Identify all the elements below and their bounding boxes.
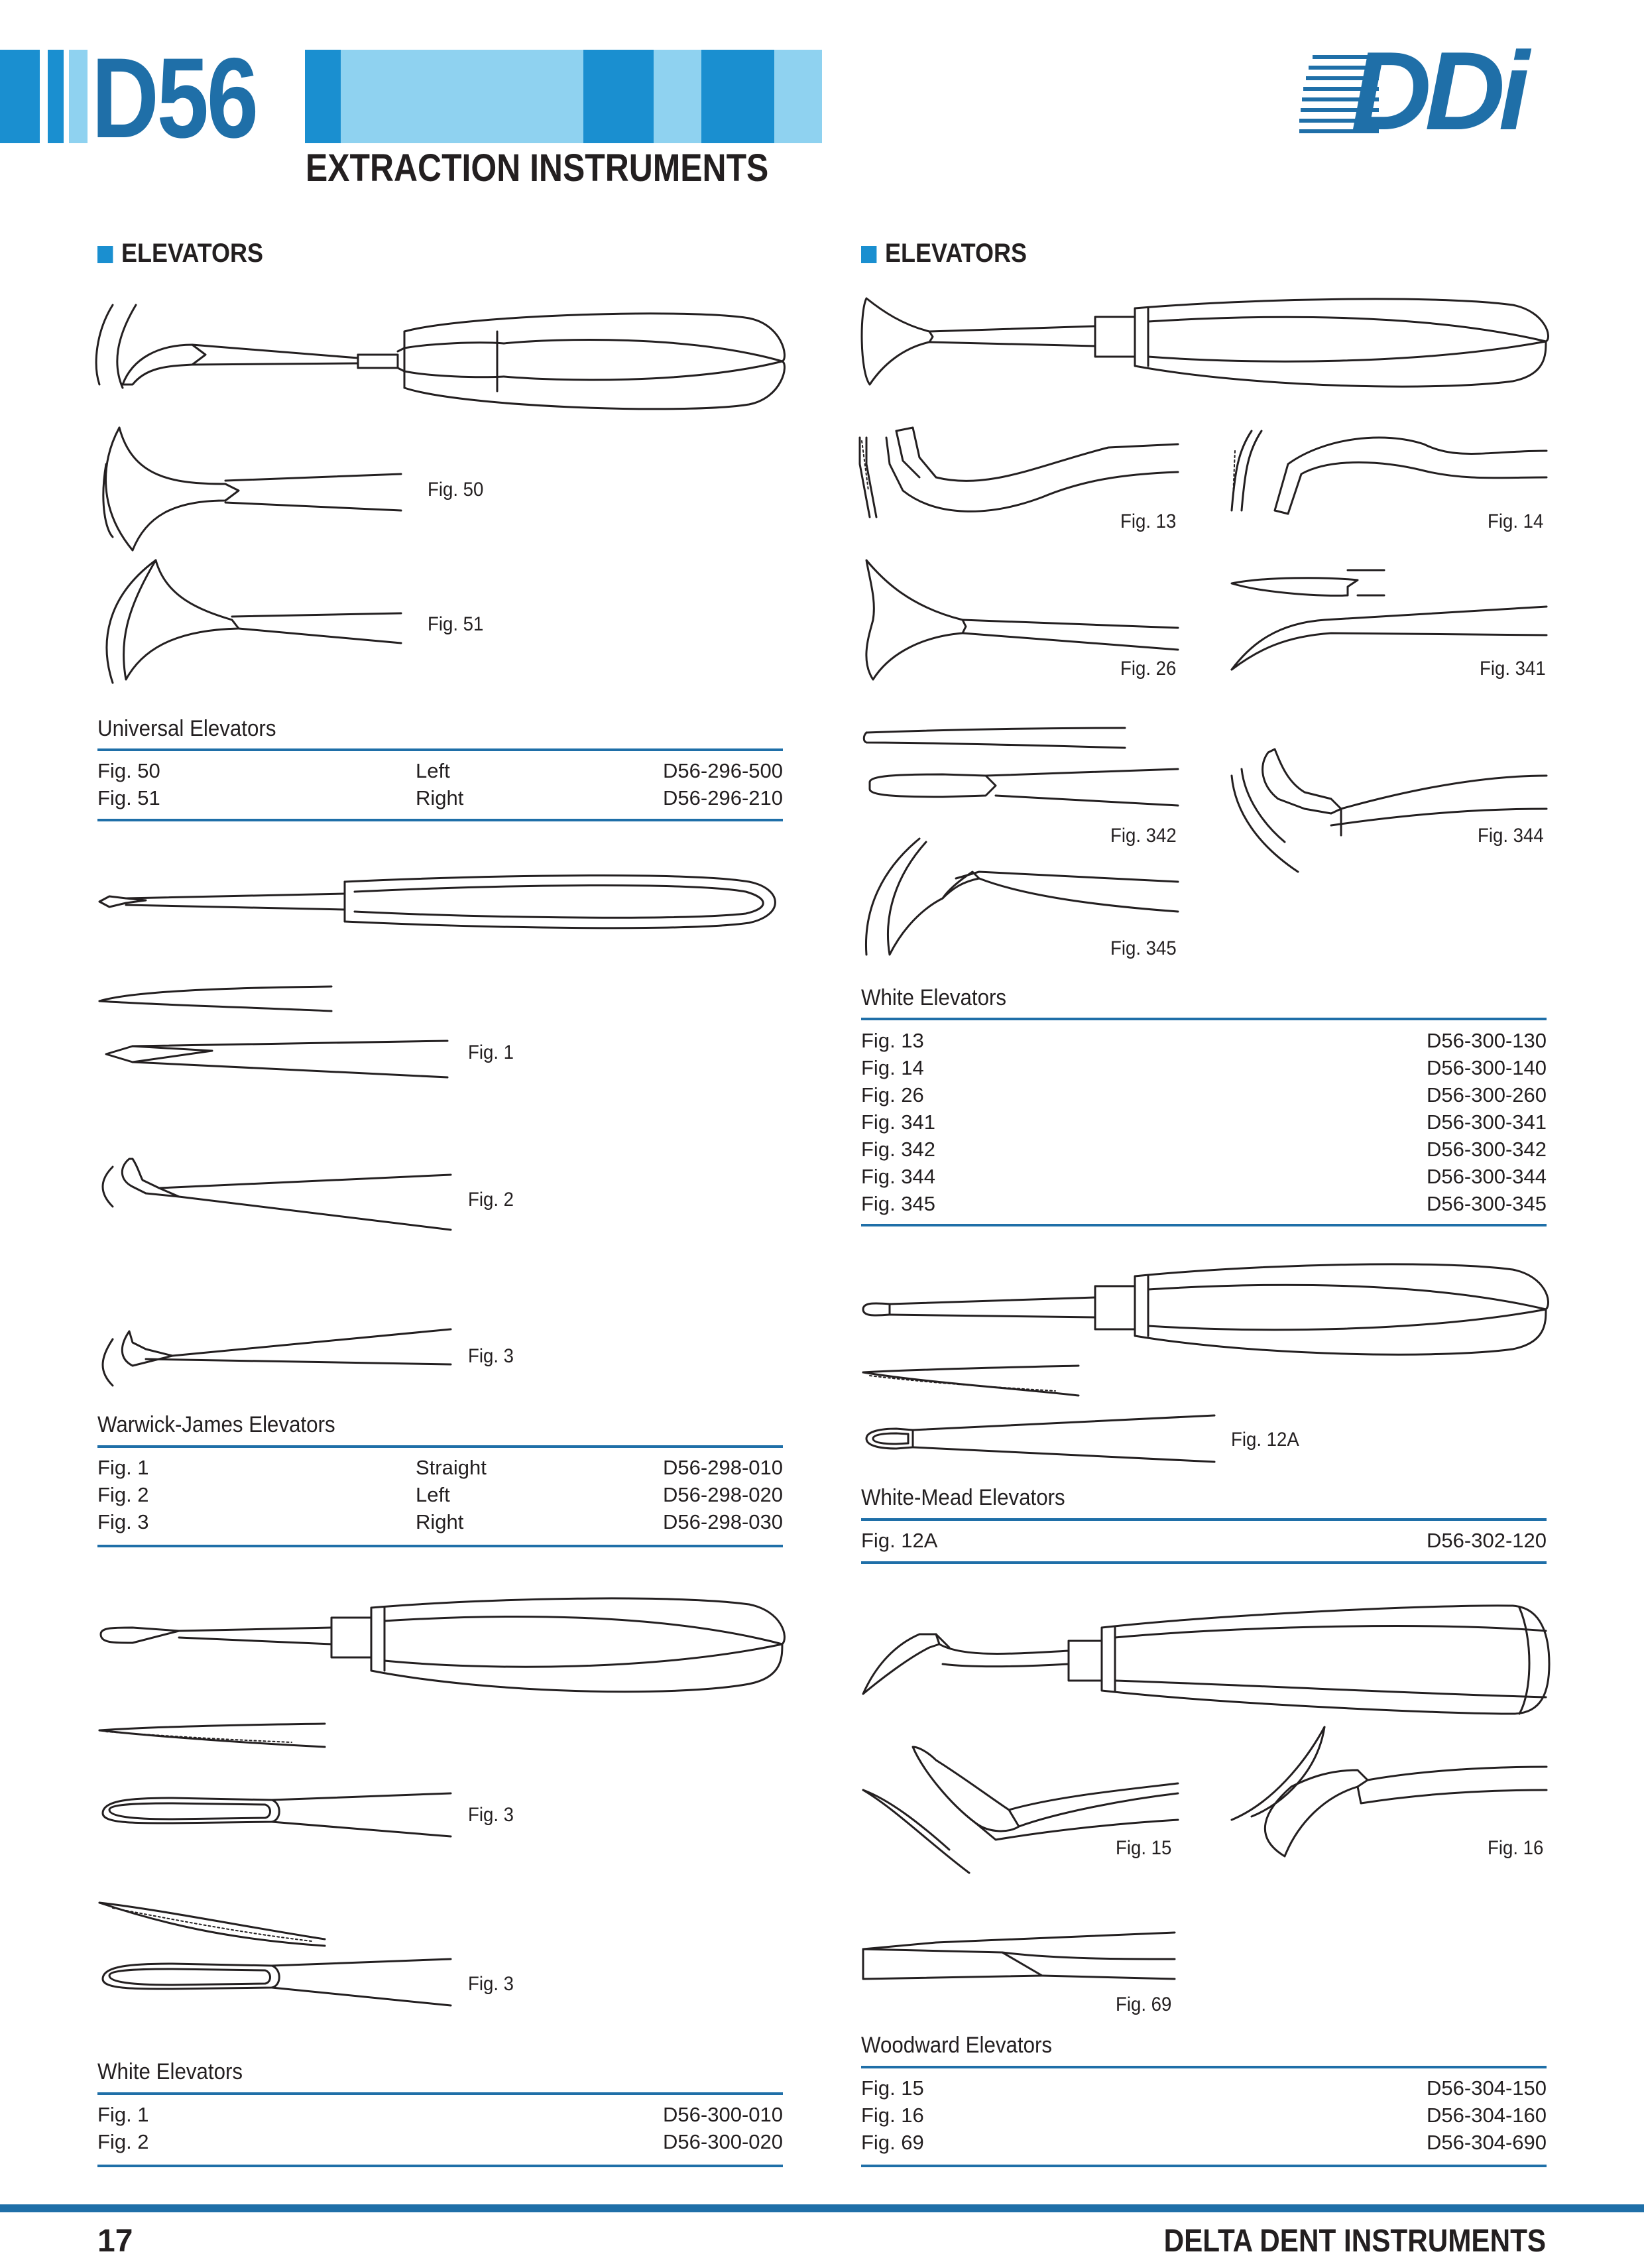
fig-2-label: Fig. 2 (468, 1189, 514, 1211)
table-row: Fig. 69 D56-304-690 (861, 2131, 1547, 2154)
table-row: Fig. 342 D56-300-342 (861, 1138, 1547, 1161)
fig-342-label: Fig. 342 (1110, 825, 1177, 847)
table-row: Fig. 1 Straight D56-298-010 (97, 1456, 783, 1479)
fig-26-drawing (865, 559, 1179, 681)
footer-bar (0, 2204, 1644, 2212)
fig-1-drawing (98, 985, 449, 1079)
white-mead-table-top-rule (861, 1518, 1547, 1521)
white-mead-table-bottom-rule (861, 1561, 1547, 1564)
white-elevator-right-full-drawing (860, 297, 1549, 388)
table-row: Fig. 3 Right D56-298-030 (97, 1510, 783, 1533)
fig-341-drawing (1230, 569, 1548, 671)
table-row: Fig. 2 D56-300-020 (97, 2130, 783, 2153)
fig-3-label: Fig. 3 (468, 1345, 514, 1367)
white-right-table-title: White Elevators (861, 985, 1007, 1010)
white-right-table-top-rule (861, 1018, 1547, 1020)
fig-345-label: Fig. 345 (1110, 937, 1177, 959)
white-left-table-title: White Elevators (97, 2059, 243, 2084)
page-number: 17 (97, 2224, 133, 2259)
table-row: Fig. 16 D56-304-160 (861, 2104, 1547, 2127)
fig-3a-drawing (98, 1722, 452, 1838)
fig-12a-label: Fig. 12A (1231, 1429, 1299, 1451)
fig-26-label: Fig. 26 (1120, 658, 1177, 680)
fig-69-drawing (862, 1931, 1176, 1980)
fig-15-label: Fig. 15 (1116, 1837, 1172, 1859)
fig-51-label: Fig. 51 (428, 613, 484, 635)
catalog-code: D56 (91, 34, 259, 162)
warwick-table-title: Warwick-James Elevators (97, 1412, 335, 1437)
fig-3-drawing (101, 1328, 452, 1387)
fig-13-label: Fig. 13 (1120, 510, 1177, 532)
universal-table-title: Universal Elevators (97, 716, 276, 741)
logo-text: DDi (1351, 29, 1529, 153)
fig-1-label: Fig. 1 (468, 1042, 514, 1063)
footer-brand: DELTA DENT INSTRUMENTS (1163, 2224, 1546, 2259)
white-left-table-top-rule (97, 2092, 783, 2095)
table-row: Fig. 13 D56-300-130 (861, 1029, 1547, 1052)
fig-16-drawing (1230, 1726, 1548, 1858)
fig-51-drawing (105, 559, 402, 684)
logo-stripes-icon (1299, 55, 1379, 133)
fig-16-label: Fig. 16 (1488, 1837, 1544, 1859)
white-right-table-bottom-rule (861, 1224, 1547, 1226)
universal-table-top-rule (97, 748, 783, 751)
table-row: Fig. 51 Right D56-296-210 (97, 786, 783, 809)
fig-15-drawing (862, 1746, 1179, 1874)
table-row: Fig. 341 D56-300-341 (861, 1110, 1547, 1134)
fig-342-drawing (862, 727, 1179, 807)
universal-elevator-full-drawing (95, 304, 786, 410)
fig-344-drawing (1230, 748, 1548, 873)
table-row: Fig. 345 D56-300-345 (861, 1192, 1547, 1215)
fig-3b-drawing (98, 1901, 452, 2007)
fig-69-label: Fig. 69 (1116, 1994, 1172, 2015)
table-row: Fig. 50 Left D56-296-500 (97, 759, 783, 782)
white-mead-elevator-full-drawing (862, 1263, 1549, 1356)
fig-14-label: Fig. 14 (1488, 510, 1544, 532)
white-mead-table-title: White-Mead Elevators (861, 1485, 1065, 1510)
fig-50-drawing (102, 426, 402, 552)
table-row: Fig. 344 D56-300-344 (861, 1165, 1547, 1188)
header-band (0, 50, 822, 143)
fig-14-drawing (1230, 430, 1548, 515)
fig-344-label: Fig. 344 (1478, 825, 1544, 847)
woodward-table-bottom-rule (861, 2165, 1547, 2167)
fig-341-label: Fig. 341 (1480, 658, 1546, 680)
fig-12a-drawing (862, 1364, 1216, 1463)
section-square-icon (97, 246, 113, 263)
table-row: Fig. 14 D56-300-140 (861, 1056, 1547, 1079)
section-square-icon (861, 246, 877, 263)
warwick-table-top-rule (97, 1445, 783, 1448)
ddi-logo: DDi (1299, 35, 1548, 147)
table-row: Fig. 26 D56-300-260 (861, 1083, 1547, 1106)
left-section-title: ELEVATORS (97, 240, 263, 267)
woodward-elevator-full-drawing (862, 1604, 1551, 1715)
fig-3a-label: Fig. 3 (468, 1804, 514, 1826)
universal-table-bottom-rule (97, 819, 783, 821)
table-row: Fig. 1 D56-300-010 (97, 2103, 783, 2126)
right-section-title: ELEVATORS (861, 240, 1027, 267)
woodward-table-top-rule (861, 2066, 1547, 2068)
white-left-table-bottom-rule (97, 2165, 783, 2167)
fig-2-drawing (101, 1158, 452, 1231)
table-row: Fig. 12A D56-302-120 (861, 1529, 1547, 1552)
table-row: Fig. 15 D56-304-150 (861, 2076, 1547, 2100)
fig-345-drawing (864, 837, 1179, 956)
fig-13-drawing (858, 426, 1179, 518)
warwick-table-bottom-rule (97, 1545, 783, 1547)
white-elevator-full-drawing (99, 1597, 786, 1693)
fig-50-label: Fig. 50 (428, 479, 484, 501)
warwick-elevator-full-drawing (98, 874, 776, 929)
table-row: Fig. 2 Left D56-298-020 (97, 1483, 783, 1506)
woodward-table-title: Woodward Elevators (861, 2033, 1053, 2058)
fig-3b-label: Fig. 3 (468, 1973, 514, 1995)
page-subtitle: EXTRACTION INSTRUMENTS (306, 147, 769, 190)
